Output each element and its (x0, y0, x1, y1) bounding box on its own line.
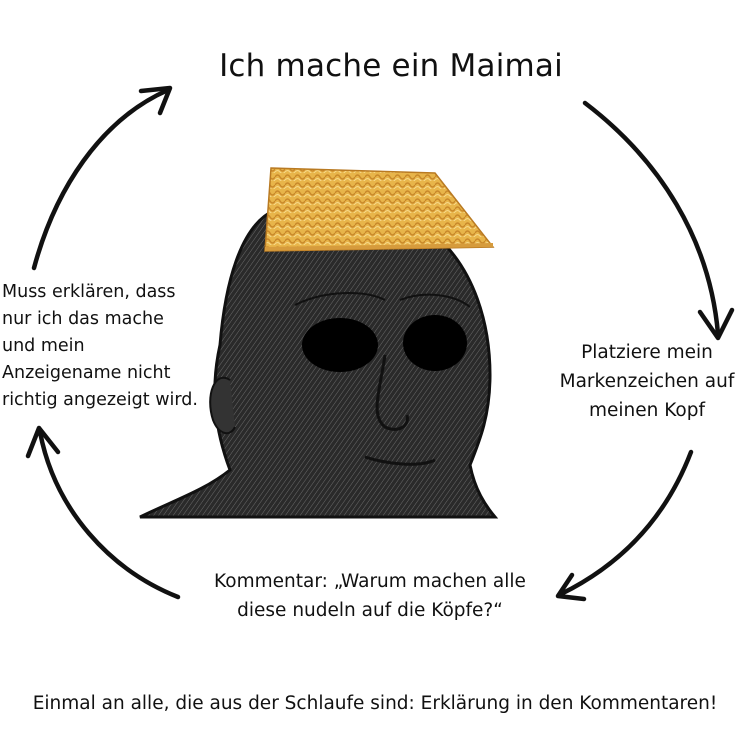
cycle-arrow-icon (31, 87, 171, 271)
cycle-step-top: Ich mache ein Maimai (219, 48, 563, 84)
cycle-arrow-icon (697, 307, 735, 341)
cycle-arrow-icon (555, 572, 587, 602)
cycle-step-right: Platziere mein Markenzeichen auf meinen … (544, 338, 750, 425)
text-line: Anzeigename nicht (2, 363, 171, 383)
text-line: und mein (2, 336, 85, 356)
noodle-block-icon (264, 167, 495, 252)
text-line: Muss erklären, dass (2, 282, 176, 302)
text-line: Markenzeichen auf (559, 371, 735, 392)
cycle-arrow-icon (138, 85, 173, 116)
cycle-step-left: Muss erklären, dass nur ich das mache un… (2, 279, 217, 414)
text-line: Kommentar: „Warum machen alle (214, 571, 526, 592)
cycle-arrow-icon (582, 100, 721, 337)
wojak-figure (139, 167, 499, 519)
cycle-arrow-icon (37, 429, 181, 600)
cycle-arrow-icon (25, 425, 61, 459)
cycle-arrow-icon (558, 449, 694, 597)
cycle-step-bottom: Kommentar: „Warum machen alle diese nude… (170, 567, 570, 625)
text-line: diese nudeln auf die Köpfe?“ (237, 600, 503, 621)
text-line: Platziere mein (581, 342, 713, 363)
wojak-head-icon (139, 200, 499, 519)
footer-caption: Einmal an alle, die aus der Schlaufe sin… (32, 693, 718, 714)
text-line: richtig angezeigt wird. (2, 390, 198, 410)
text-line: nur ich das mache (2, 309, 164, 329)
text-line: meinen Kopf (588, 400, 706, 421)
